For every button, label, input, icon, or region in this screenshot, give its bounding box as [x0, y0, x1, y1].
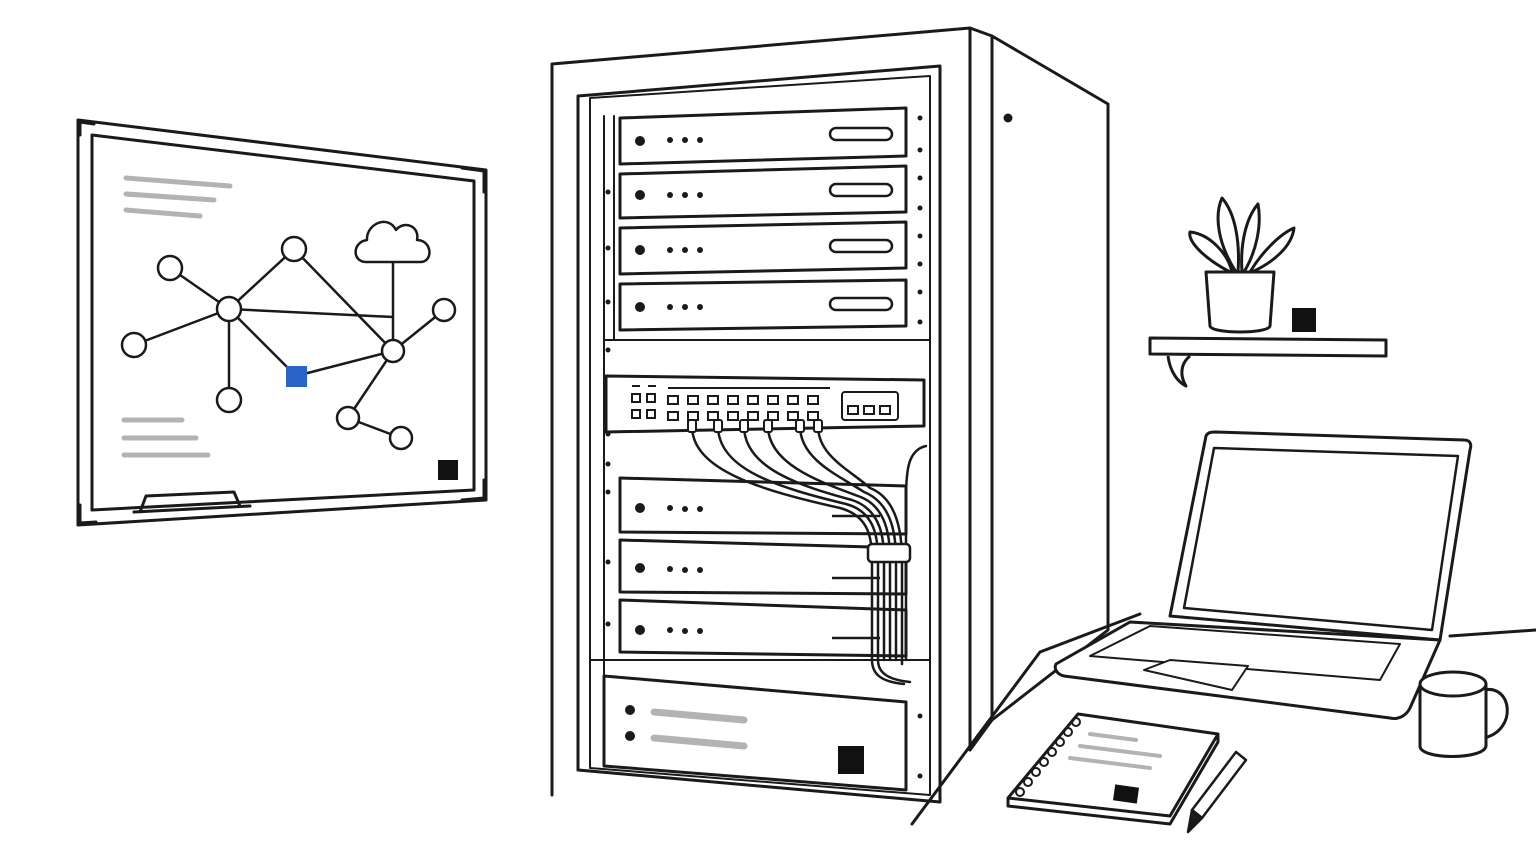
node-icon — [431, 297, 457, 323]
storage-unit-labels — [650, 708, 748, 750]
cable-tie-icon — [866, 542, 912, 564]
rack-cabinet-side — [968, 26, 1110, 752]
whiteboard-corner-tr — [460, 166, 486, 194]
storage-unit-badge-icon — [838, 746, 864, 774]
notebook-spiral — [1015, 717, 1081, 797]
shelf-bracket — [1166, 354, 1192, 388]
whiteboard-surface — [90, 133, 476, 512]
plant-leaf — [1188, 230, 1234, 274]
mug — [1418, 670, 1509, 758]
rack-lock-icon — [1003, 113, 1013, 123]
lower-servers — [618, 476, 908, 658]
node-icon — [215, 295, 243, 323]
switch-ports — [631, 393, 891, 421]
highlighted-node-icon — [286, 366, 307, 387]
node-icon — [335, 405, 361, 431]
server-unit — [618, 278, 908, 332]
mug-handle — [1483, 688, 1509, 740]
server-rack — [550, 26, 1110, 804]
desk — [910, 612, 1536, 826]
notebook-text — [1068, 732, 1162, 770]
desk-surface — [910, 612, 1536, 826]
server-drive-slots — [828, 126, 894, 312]
whiteboard-notes-bottom — [121, 417, 211, 458]
plant-pot — [1204, 270, 1276, 334]
rack-storage-unit — [602, 674, 908, 792]
whiteboard-corner-tl — [78, 120, 96, 137]
storage-unit-leds — [625, 705, 635, 741]
server-unit — [618, 164, 908, 220]
cable-connectors — [687, 419, 823, 433]
lower-server-leds — [635, 503, 703, 635]
whiteboard-notes-top — [123, 175, 233, 219]
mug-body — [1418, 684, 1488, 758]
cloud-icon — [354, 220, 431, 264]
rack-cabinet-front — [550, 26, 972, 797]
server-unit — [618, 598, 908, 658]
shelf-board — [1148, 336, 1388, 358]
server-unit — [618, 106, 908, 166]
whiteboard-marker-tray — [132, 490, 252, 514]
whiteboard-corner-bl — [78, 503, 98, 525]
laptop-keyboard — [1089, 625, 1401, 681]
plant-leaf — [1216, 196, 1240, 274]
pen-tip-icon — [1186, 808, 1204, 834]
plant-leaf — [1248, 226, 1296, 274]
upper-servers — [618, 106, 908, 332]
node-icon — [280, 235, 308, 263]
shelf-box-icon — [1292, 308, 1316, 332]
plant — [1188, 196, 1296, 334]
rack-inner-frame — [576, 64, 942, 804]
laptop-screen — [1182, 446, 1460, 632]
notebook-badge-icon — [1113, 784, 1139, 804]
node-icon — [388, 425, 414, 451]
node-icon — [120, 331, 148, 359]
server-leds — [635, 136, 703, 312]
node-icon — [380, 338, 406, 364]
patch-cables — [690, 424, 928, 686]
server-unit — [618, 538, 908, 596]
network-nodes — [120, 235, 457, 451]
server-unit — [618, 220, 908, 276]
switch-port-leds — [632, 385, 830, 389]
marker-square-icon — [438, 460, 458, 480]
mug-rim — [1418, 670, 1488, 698]
laptop-touchpad-icon — [1143, 659, 1249, 691]
pen — [1186, 750, 1248, 834]
shelf — [1148, 336, 1388, 388]
node-icon — [156, 254, 184, 282]
laptop — [1053, 430, 1473, 720]
notebook-pages — [1006, 734, 1220, 826]
node-icon — [215, 386, 243, 414]
whiteboard-corner-br — [460, 478, 486, 502]
plant-leaf — [1240, 202, 1261, 274]
